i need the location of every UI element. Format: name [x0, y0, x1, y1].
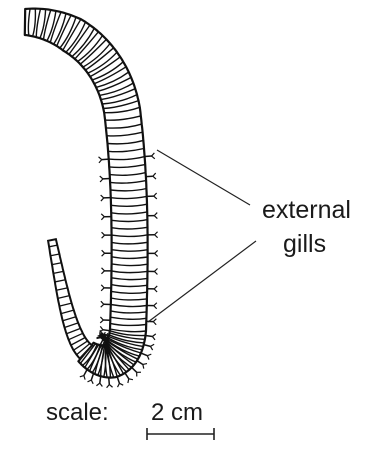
- worm-tail: [48, 239, 92, 358]
- scale-bar: [147, 428, 214, 440]
- leader-line-lower: [148, 241, 256, 322]
- worm-body: [25, 9, 148, 378]
- gills-label-line2: gills: [283, 230, 326, 259]
- scale-value: 2 cm: [151, 399, 203, 427]
- external-label-line1: external: [262, 196, 351, 225]
- leader-line-upper: [157, 150, 250, 205]
- label-leader-lines: [148, 150, 256, 322]
- scale-label: scale:: [46, 399, 109, 427]
